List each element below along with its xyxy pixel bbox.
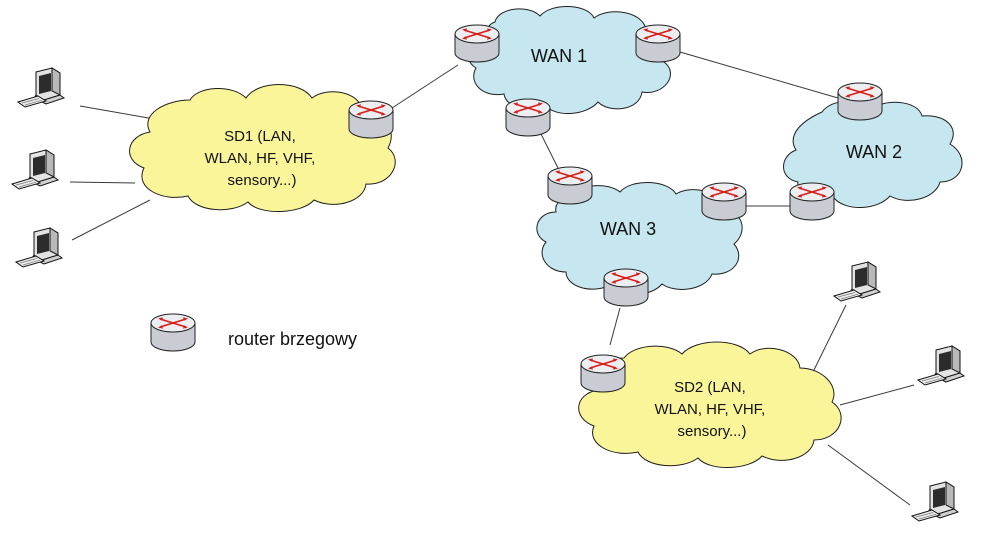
link-sd2-pc4 bbox=[809, 304, 847, 379]
cloud-wan1 bbox=[467, 5, 671, 115]
router-icon bbox=[547, 166, 593, 205]
cloud-sd2-label: SD2 (LAN, WLAN, HF, VHF, sensory...) bbox=[654, 379, 769, 440]
router-icon bbox=[580, 354, 626, 393]
cloud-wan2 bbox=[783, 100, 963, 209]
router-icon bbox=[837, 82, 883, 121]
router-icon bbox=[603, 268, 649, 307]
router-icon bbox=[454, 24, 500, 63]
cloud-wan3 bbox=[536, 181, 743, 296]
computer-icon bbox=[911, 481, 959, 522]
link-wan1-wan3 bbox=[539, 131, 559, 169]
router-icon bbox=[150, 313, 196, 352]
computer-icon bbox=[11, 149, 59, 190]
link-wan1-wan2 bbox=[679, 51, 839, 99]
connections bbox=[69, 51, 915, 506]
cloud-wan2-label: WAN 2 bbox=[846, 142, 902, 162]
link-sd1-wan1 bbox=[391, 64, 459, 109]
computer-icon bbox=[833, 261, 881, 302]
cloud-sd1-label: SD1 (LAN, WLAN, HF, VHF, sensory...) bbox=[204, 128, 319, 189]
cloud-wan3-label: WAN 3 bbox=[600, 219, 656, 239]
cloud-sd1 bbox=[129, 84, 396, 213]
router-icon bbox=[701, 182, 747, 221]
computer-icon bbox=[15, 227, 63, 268]
link-sd2-pc6 bbox=[827, 444, 911, 506]
cloud-sd2 bbox=[578, 341, 842, 469]
cloud-wan1-label: WAN 1 bbox=[531, 46, 587, 66]
legend: router brzegowy bbox=[150, 313, 357, 352]
link-pc2-sd1 bbox=[69, 181, 136, 184]
router-icon bbox=[505, 98, 551, 137]
link-pc1-sd1 bbox=[79, 105, 161, 121]
computer-icon bbox=[917, 345, 965, 386]
legend-label: router brzegowy bbox=[228, 329, 357, 349]
link-pc3-sd1 bbox=[71, 199, 151, 241]
router-icon bbox=[635, 24, 681, 63]
router-icon bbox=[348, 100, 394, 139]
link-sd2-pc5 bbox=[839, 384, 915, 406]
computer-icon bbox=[17, 67, 65, 108]
link-wan3-sd2 bbox=[609, 307, 621, 346]
router-icon bbox=[789, 182, 835, 221]
